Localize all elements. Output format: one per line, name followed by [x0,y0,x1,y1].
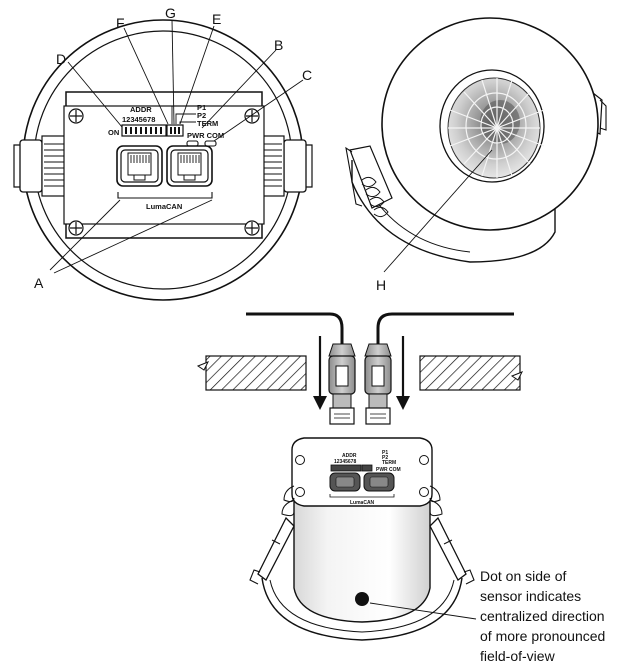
p1-label: P1 [197,103,206,112]
side-pwr-com-label: PWR COM [376,467,401,473]
note-line: centralized direction [480,608,605,624]
lens-dome [447,77,545,179]
spring-clip-right [257,135,313,197]
cable-right [364,312,514,425]
side-p2-label: P2 [382,455,388,461]
callout-e: E [212,11,221,27]
down-arrow-icon [313,336,410,410]
rj45-jack-right [166,145,213,187]
p2-label: P2 [197,111,206,120]
sensor-back-view: ADDR 12345678 ON P1 P2 TERM PWR COM Luma… [13,5,313,301]
side-term-label: TERM [382,460,396,466]
side-lumacan-label: LumaCAN [350,500,375,506]
lumacan-label: LumaCAN [146,202,182,211]
callout-f: F [116,15,125,31]
callout-h: H [376,277,386,293]
side-p1-label: P1 [382,450,388,456]
field-of-view-dot [355,592,369,606]
side-addr-digits: 12345678 [334,459,356,465]
sensor-side-view: ADDR 12345678 P1 P2 TERM PWR COM LumaCAN [249,437,477,641]
on-label: ON [108,128,119,137]
addr-digits-label: 12345678 [122,115,155,124]
screw-icon [68,108,260,236]
option-dip-switch [166,124,184,137]
callout-d: D [56,51,66,67]
callout-g: G [165,5,176,21]
side-addr-label: ADDR [342,453,357,459]
callout-b: B [274,37,283,53]
sensor-front-view: H [345,17,607,293]
callout-leaders [49,19,304,274]
com-led [204,140,217,147]
note-line: Dot on side of [480,568,567,584]
term-label: TERM [197,119,218,128]
ceiling-section [196,355,524,391]
rj45-jack-left [116,145,163,187]
spring-clip-left-side [249,485,295,585]
note-line: field-of-view [480,648,555,664]
note-line: sensor indicates [480,588,582,604]
pwr-com-label: PWR COM [187,131,224,140]
callout-c: C [302,67,312,83]
note-line: of more pronounced [480,628,606,644]
addr-label: ADDR [130,105,152,114]
cable-left [246,312,356,425]
callout-a: A [34,275,44,291]
spring-clip-right-side [429,485,475,585]
spring-clip-left [13,135,69,197]
address-dip-switch [121,124,167,137]
spring-clip-left-angled [345,145,393,218]
field-of-view-note: Dot on side of sensor indicates centrali… [480,566,640,666]
